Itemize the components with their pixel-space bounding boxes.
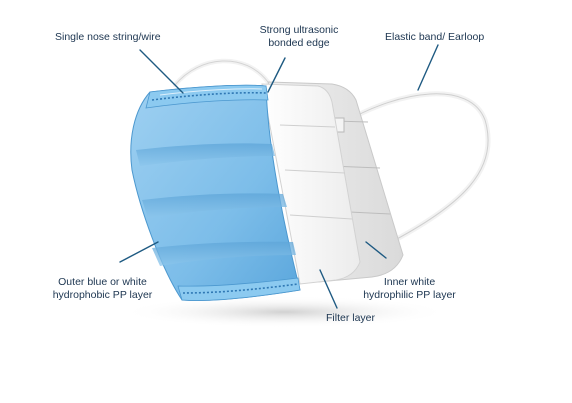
label-outer-layer-line2: hydrophobic PP layer: [52, 289, 153, 301]
earloop-right-outline: [344, 93, 489, 241]
earloop-outline: [174, 60, 269, 86]
leader-outer-layer: [119, 241, 159, 263]
label-outer-layer: Outer blue or white hydrophobic PP layer: [40, 276, 165, 302]
mask-shadow: [120, 296, 450, 328]
outer-layer-top-binding: [145, 84, 269, 109]
label-bonded-edge-line1: Strong ultrasonic: [259, 24, 339, 36]
label-nose-string: Single nose string/wire: [55, 31, 161, 43]
label-bonded-edge-line2: bonded edge: [268, 37, 330, 49]
label-filter-layer: Filter layer: [326, 312, 376, 324]
filter-layer-pleats: [279, 124, 353, 220]
filter-layer: [261, 83, 361, 285]
leader-nose-string: [139, 49, 184, 94]
leader-elastic-band: [417, 44, 439, 91]
leader-lines: [119, 44, 439, 309]
leader-bonded-edge: [267, 57, 286, 93]
leader-inner-layer: [365, 241, 387, 259]
bonded-edge-stitch-top: [151, 91, 267, 101]
leader-filter-layer: [319, 269, 338, 309]
outer-layer-pleats: [136, 143, 296, 266]
label-inner-layer: Inner white hydrophilic PP layer: [352, 276, 467, 302]
label-inner-layer-line1: Inner white: [383, 276, 436, 288]
label-inner-layer-line2: hydrophilic PP layer: [363, 289, 456, 301]
label-bonded-edge: Strong ultrasonic bonded edge: [244, 24, 354, 50]
bonded-edge-stitch-bottom: [182, 283, 299, 294]
nose-wire: [159, 88, 263, 96]
label-outer-layer-line1: Outer blue or white: [58, 276, 147, 288]
label-elastic-band: Elastic band/ Earloop: [385, 31, 485, 43]
earloop: [172, 58, 271, 88]
outer-layer-bottom-binding: [177, 277, 301, 301]
